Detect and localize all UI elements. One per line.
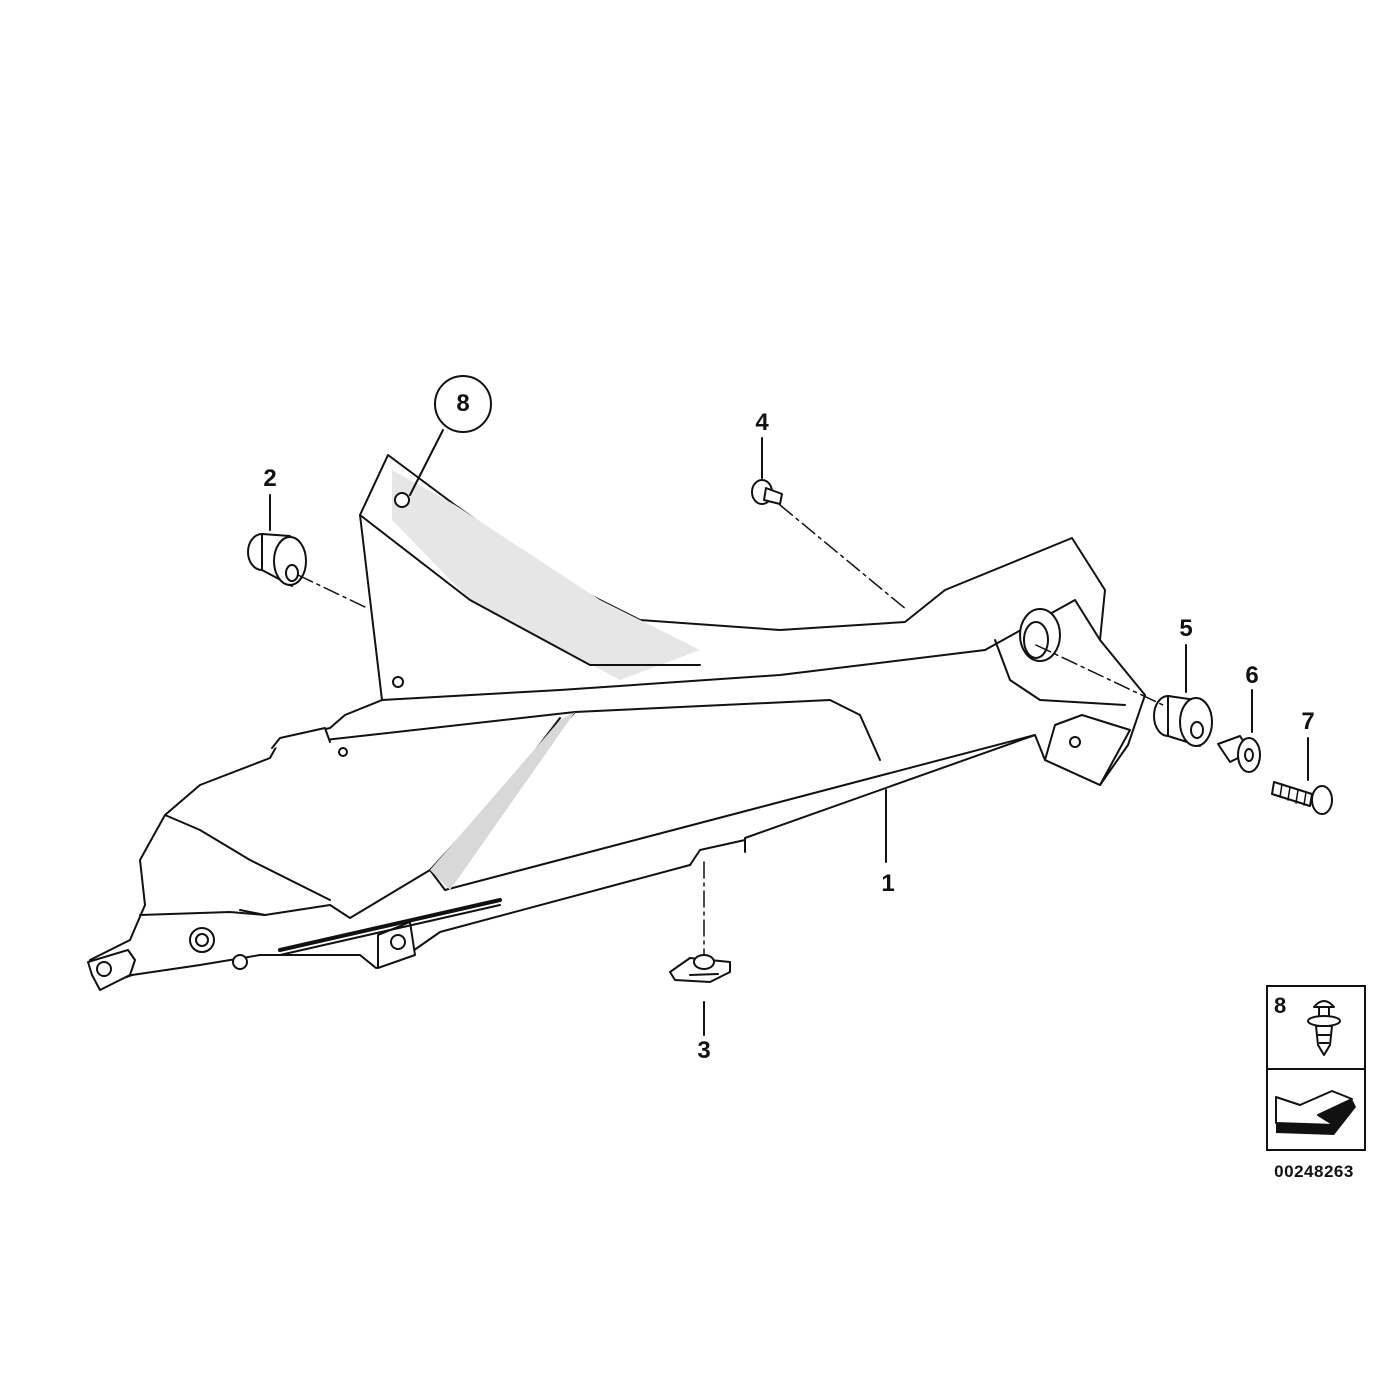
assembly-lines bbox=[297, 504, 1166, 956]
direction-arrow-icon bbox=[1275, 1090, 1356, 1135]
grommet-part-5 bbox=[1153, 695, 1213, 747]
callout-7: 7 bbox=[1301, 708, 1315, 735]
legend-number: 8 bbox=[1274, 993, 1287, 1018]
bolt-part-7 bbox=[1271, 781, 1333, 815]
callout-8-circled: 8 bbox=[434, 375, 492, 433]
callout-2: 2 bbox=[263, 465, 277, 492]
clip-nut-part-3 bbox=[669, 954, 731, 983]
grommet-part-2 bbox=[247, 533, 307, 587]
trim-panel bbox=[87, 454, 1146, 991]
legend-box: 8 bbox=[1266, 985, 1366, 1151]
callout-3: 3 bbox=[697, 1037, 711, 1064]
legend-divider bbox=[1268, 1068, 1364, 1070]
callout-1: 1 bbox=[881, 870, 895, 897]
leader-lines bbox=[269, 429, 1309, 1036]
diagram-id: 00248263 bbox=[1274, 1162, 1354, 1181]
callout-4: 4 bbox=[755, 409, 769, 436]
sleeve-part-6 bbox=[1217, 735, 1261, 773]
callout-6: 6 bbox=[1245, 662, 1259, 689]
screw-part-4 bbox=[751, 479, 783, 505]
push-rivet-icon bbox=[1307, 1000, 1341, 1056]
callout-5: 5 bbox=[1179, 615, 1193, 642]
